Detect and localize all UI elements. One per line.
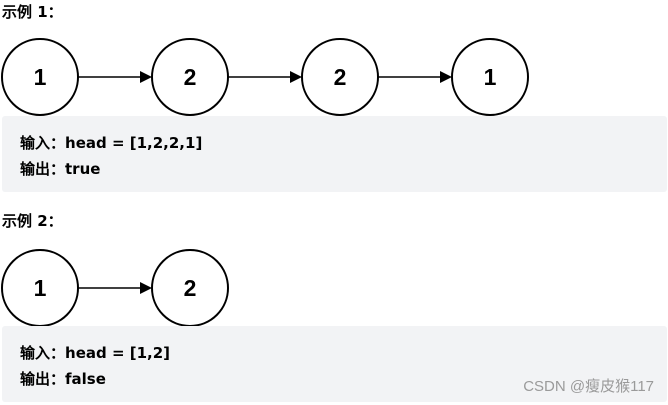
list-node-circle — [1, 38, 79, 116]
list-node-value: 1 — [34, 64, 47, 90]
example-2-title: 示例 2： — [2, 212, 63, 230]
example-2-output-line: 输出：false — [20, 366, 667, 392]
example-1-io-box: 输入：head = [1,2,2,1] 输出：true — [2, 116, 667, 192]
output-value: false — [65, 370, 106, 388]
list-node-value: 2 — [334, 64, 347, 90]
list-node-value: 1 — [484, 64, 497, 90]
example-1-output-line: 输出：true — [20, 156, 667, 182]
arrow-head-icon — [140, 71, 152, 83]
output-label: 输出： — [20, 370, 66, 388]
input-label: 输入： — [20, 344, 66, 362]
list-node-circle — [301, 38, 379, 116]
csdn-watermark: CSDN @瘦皮猴117 — [523, 378, 654, 395]
example-1-input-line: 输入：head = [1,2,2,1] — [20, 130, 667, 156]
list-node-value: 2 — [184, 64, 197, 90]
arrow-head-icon — [440, 71, 452, 83]
arrow-head-icon — [140, 282, 152, 294]
input-label: 输入： — [20, 134, 66, 152]
input-value: head = [1,2] — [65, 344, 171, 362]
example-2-input-line: 输入：head = [1,2] — [20, 340, 667, 366]
input-value: head = [1,2,2,1] — [65, 134, 203, 152]
example-2-io-box: 输入：head = [1,2] 输出：false — [2, 326, 667, 402]
example-1-title: 示例 1： — [2, 3, 63, 21]
list-node-value: 2 — [184, 275, 197, 301]
arrow-head-icon — [290, 71, 302, 83]
output-label: 输出： — [20, 160, 66, 178]
list-node-circle — [451, 38, 529, 116]
list-node-value: 1 — [34, 275, 47, 301]
linked-list-diagram-1: 1 2 2 1 — [1, 38, 529, 116]
output-value: true — [65, 160, 101, 178]
list-node-circle — [151, 38, 229, 116]
